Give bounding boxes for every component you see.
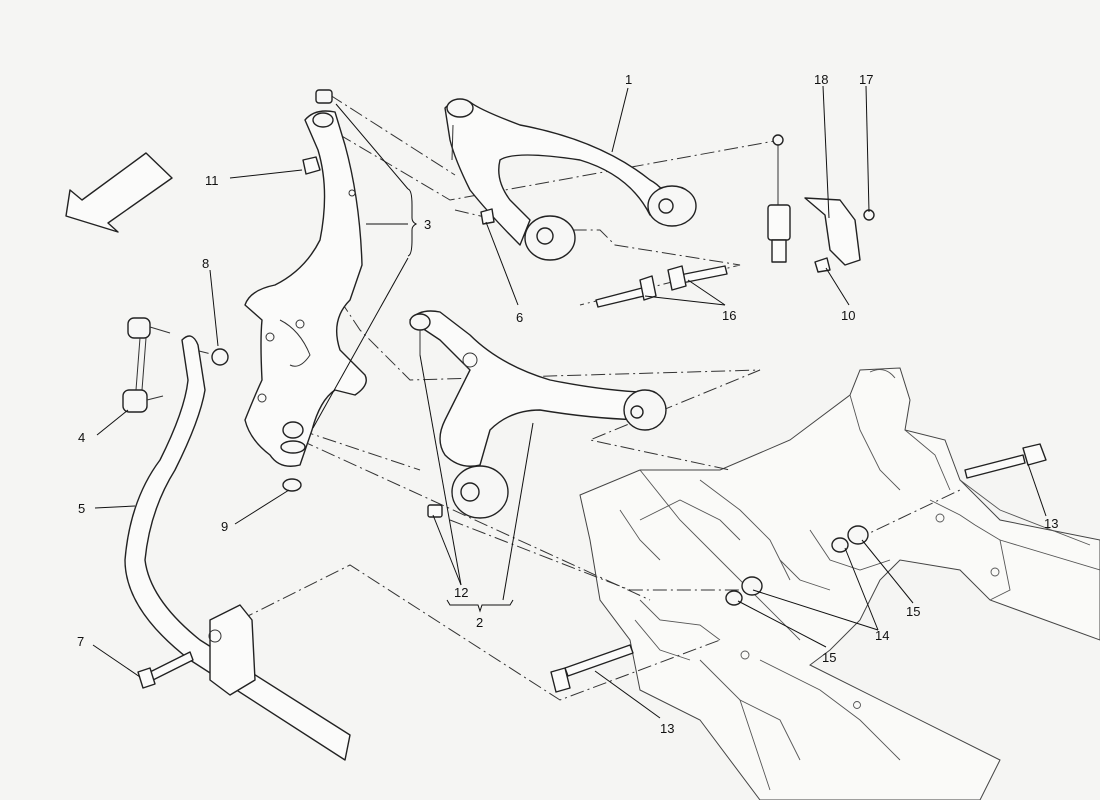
- bolts-16: [595, 265, 728, 308]
- bolt-7: [137, 651, 194, 689]
- callout-15-rear: 15: [906, 604, 920, 619]
- callout-8: 8: [202, 256, 209, 271]
- callout-13-rear: 13: [1044, 516, 1058, 531]
- nut-8: [211, 348, 229, 366]
- callout-7: 7: [77, 634, 84, 649]
- washer-9: [282, 478, 302, 492]
- callout-13-front: 13: [660, 721, 674, 736]
- height-sensor-assembly: [767, 134, 875, 273]
- callout-17: 17: [859, 72, 873, 87]
- callout-2: 2: [476, 615, 483, 630]
- stabilizer-link: [122, 317, 171, 413]
- bolt-13-rear: [964, 443, 1047, 479]
- callout-12: 12: [454, 585, 468, 600]
- washers: [725, 525, 869, 606]
- callout-15-front: 15: [822, 650, 836, 665]
- callout-11: 11: [205, 173, 219, 188]
- callout-10: 10: [841, 308, 855, 323]
- callout-5: 5: [78, 501, 85, 516]
- callout-9: 9: [221, 519, 228, 534]
- small-fasteners: [211, 156, 495, 492]
- upper-control-arm: [444, 98, 697, 261]
- callout-16: 16: [722, 308, 736, 323]
- nut-6: [480, 208, 495, 225]
- callout-4: 4: [78, 430, 85, 445]
- front-direction-arrow-icon: [65, 152, 173, 233]
- nut-11: [302, 156, 321, 175]
- callouts: 1 2 3 4 5 6 7 8 9 10 11 12 13 13 14 15 1…: [77, 72, 1058, 736]
- callout-1: 1: [625, 72, 632, 87]
- bolt-13-front: [550, 644, 634, 693]
- callout-6: 6: [516, 310, 523, 325]
- subframe: [579, 367, 1100, 800]
- callout-18: 18: [814, 72, 828, 87]
- callout-14: 14: [875, 628, 889, 643]
- steering-knuckle: [244, 89, 367, 467]
- stabilizer-bar: [124, 335, 351, 761]
- leader-lines: [92, 85, 1047, 719]
- callout-3: 3: [424, 217, 431, 232]
- lower-control-arm: [409, 310, 667, 519]
